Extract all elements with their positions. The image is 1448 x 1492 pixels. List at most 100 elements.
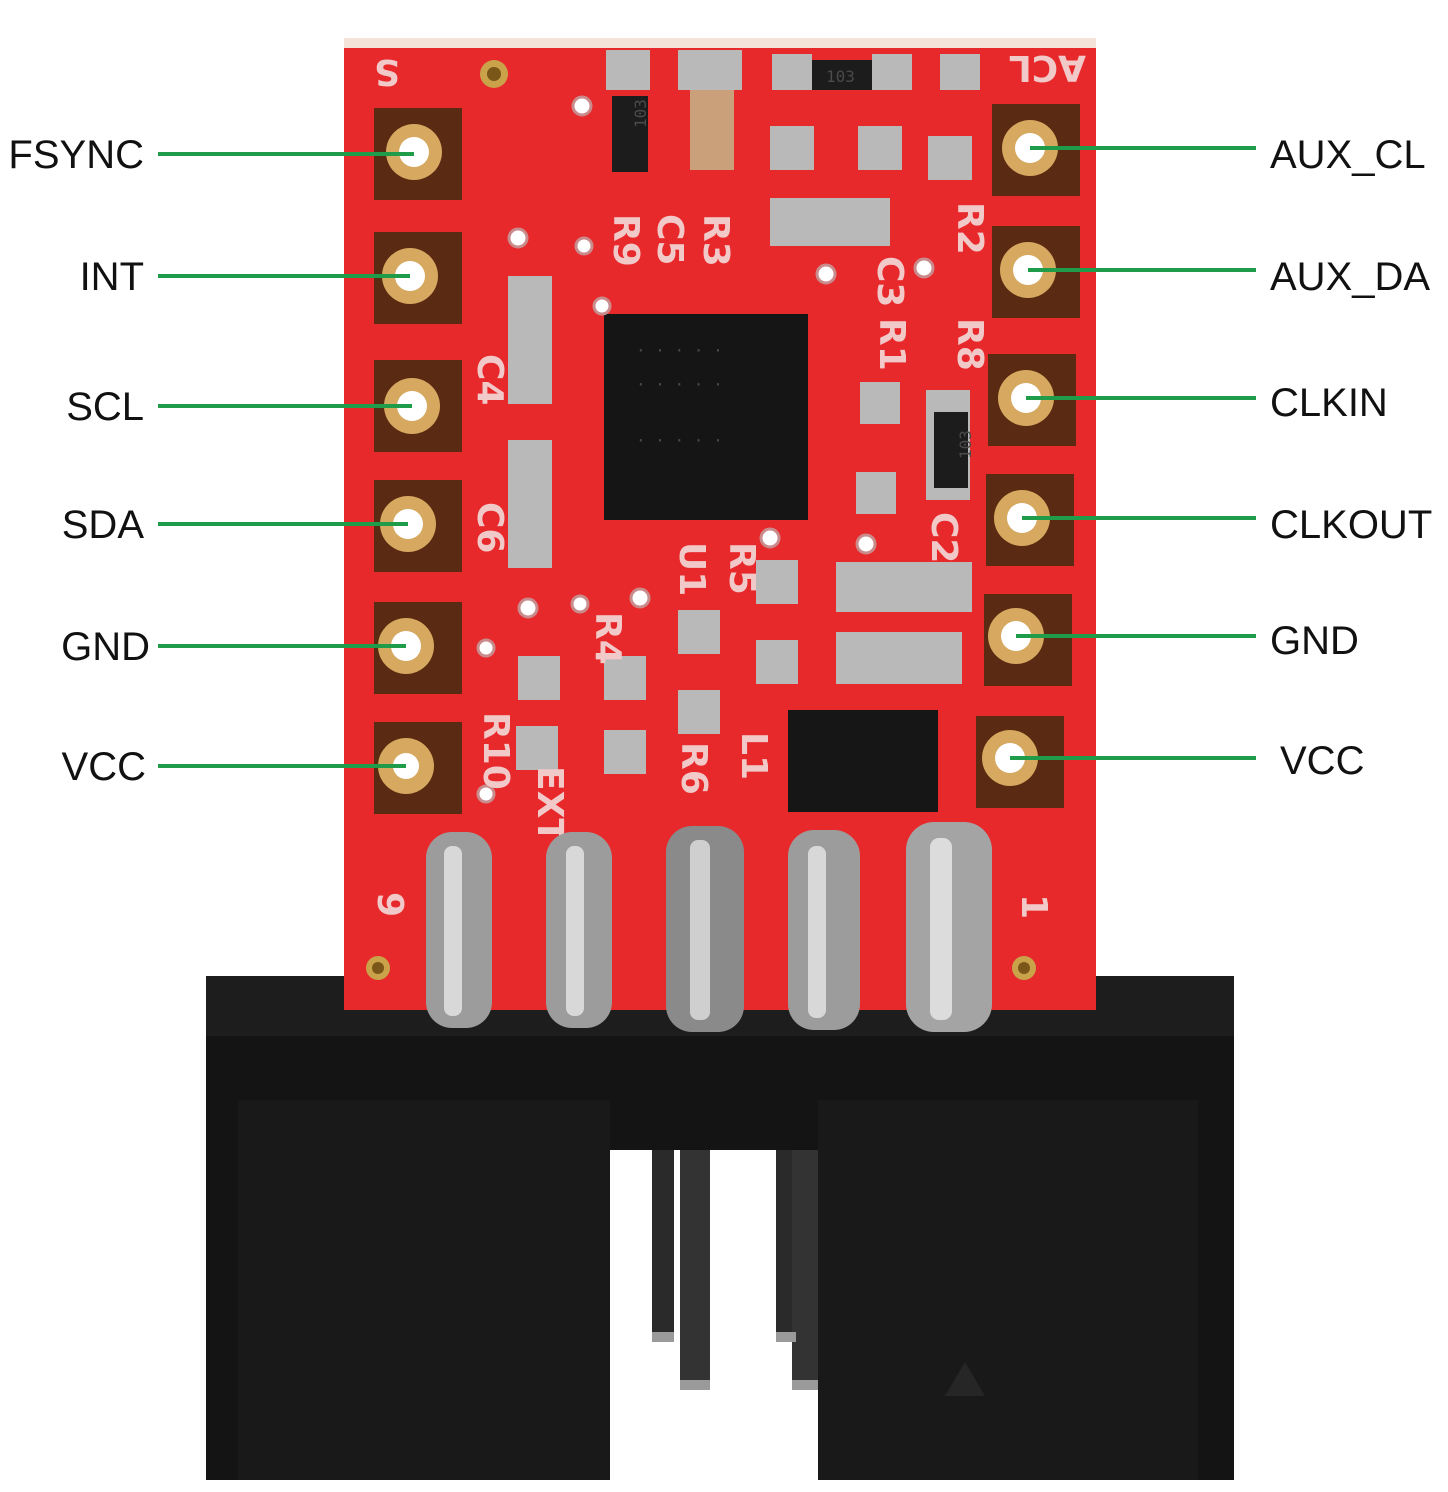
silk-r2: R2 <box>949 202 990 255</box>
smd-pad <box>836 562 972 612</box>
smd-pad <box>928 136 972 180</box>
silk-l1: L1 <box>733 732 774 780</box>
connector-inner-shadow <box>238 1100 610 1480</box>
smd-pad <box>770 126 814 170</box>
smd-pad <box>516 726 558 770</box>
via <box>815 263 837 285</box>
smd-pad <box>858 126 902 170</box>
header-pin <box>776 1150 796 1340</box>
silk-c6: C6 <box>469 502 510 553</box>
silk-r10: R10 <box>475 712 516 790</box>
label-vcc-left: VCC <box>62 745 146 789</box>
smd-pad <box>604 730 646 774</box>
smd-pad <box>772 54 812 90</box>
label-sda: SDA <box>62 503 145 547</box>
silk-c4: C4 <box>469 354 510 405</box>
ic-marking: · · · · · <box>636 431 723 450</box>
lead-shine <box>444 846 462 1016</box>
smd-pad <box>518 656 560 700</box>
silk-top-left: S <box>374 51 400 92</box>
silk-c2: C2 <box>923 512 964 563</box>
ic-marking: · · · · · <box>636 375 723 394</box>
label-aux-cl: AUX_CL <box>1270 133 1426 177</box>
smd-pad <box>756 560 798 604</box>
lead-shine <box>566 846 584 1016</box>
via <box>913 257 935 279</box>
via <box>570 594 590 614</box>
silk-r1: R1 <box>871 318 912 371</box>
smd-pad <box>508 440 552 568</box>
vias <box>476 95 935 804</box>
smd-pad <box>940 54 980 90</box>
via <box>571 95 593 117</box>
smd-pad <box>604 656 646 700</box>
silk-r5: R5 <box>721 542 762 595</box>
mounting-hole <box>372 962 384 974</box>
smd-resistors: 103 103 103 <box>612 60 975 488</box>
smd-pad <box>756 640 798 684</box>
label-aux-da: AUX_DA <box>1270 255 1430 299</box>
label-scl: SCL <box>66 385 144 429</box>
silk-top-right: ACL <box>1009 47 1086 88</box>
resistor-code: 103 <box>631 99 650 128</box>
pin1-triangle-mark <box>945 1362 985 1396</box>
resistor-body <box>934 412 968 488</box>
header-pin <box>652 1150 674 1340</box>
connector-leads <box>426 822 992 1032</box>
ic-package <box>604 314 808 520</box>
silk-r8: R8 <box>949 318 990 371</box>
header-pin-tip <box>792 1380 818 1390</box>
resistor-code: 103 <box>956 430 975 459</box>
pcb: · · · · · · · · · · · · · · · <box>344 38 1096 1032</box>
silk-r9: R9 <box>605 214 646 267</box>
via <box>476 638 496 658</box>
label-gnd-left: GND <box>61 625 150 669</box>
main-ic: · · · · · · · · · · · · · · · <box>604 314 808 520</box>
smd-pad <box>678 50 742 90</box>
smd-pad <box>872 54 912 90</box>
resistor-code: 103 <box>826 67 855 86</box>
via <box>517 597 539 619</box>
smd-pads <box>508 50 980 774</box>
idc-connector <box>206 976 1234 1480</box>
connector-inner-shadow-right <box>818 1100 1198 1480</box>
mounting-hole <box>487 67 501 81</box>
resistor-body <box>612 96 648 172</box>
pcb-edge-top <box>344 38 1096 48</box>
via <box>759 527 781 549</box>
silk-c3: C3 <box>869 256 910 307</box>
header-pin <box>792 1150 818 1390</box>
smd-pad <box>770 198 890 246</box>
label-int: INT <box>80 255 144 299</box>
via <box>476 784 496 804</box>
silkscreen: S ACL R9 C5 R3 R2 C3 R1 R8 C4 C6 U1 R5 R… <box>369 47 1086 919</box>
lead-shine <box>690 840 710 1020</box>
silk-pin9: 9 <box>369 892 410 917</box>
lead-shine <box>930 838 952 1020</box>
header-pin-tip <box>776 1332 796 1342</box>
right-pin-labels: AUX_CL AUX_DA CLKIN CLKOUT GND VCC <box>1270 133 1432 783</box>
left-pin-labels: FSYNC INT SCL SDA GND VCC <box>8 133 150 789</box>
header-pin-tip <box>652 1332 674 1342</box>
smd-pad <box>606 50 650 90</box>
sot-package <box>788 710 938 812</box>
ic-marking: · · · · · <box>636 341 723 360</box>
smd-pad <box>856 472 896 514</box>
smd-pad <box>860 382 900 424</box>
via <box>629 587 651 609</box>
leader-lines <box>158 146 1256 768</box>
header-pin-tip <box>680 1380 710 1390</box>
silk-u1: U1 <box>671 542 712 596</box>
silk-pin1: 1 <box>1013 894 1054 919</box>
label-fsync: FSYNC <box>8 133 144 177</box>
header-pin <box>680 1150 710 1390</box>
label-vcc-right: VCC <box>1280 739 1364 783</box>
mounting-hole <box>1018 962 1030 974</box>
smd-pad <box>678 690 720 734</box>
via <box>507 227 529 249</box>
capacitor-body <box>690 90 734 170</box>
via <box>855 533 877 555</box>
label-gnd-right: GND <box>1270 619 1359 663</box>
label-clkin: CLKIN <box>1270 381 1388 425</box>
